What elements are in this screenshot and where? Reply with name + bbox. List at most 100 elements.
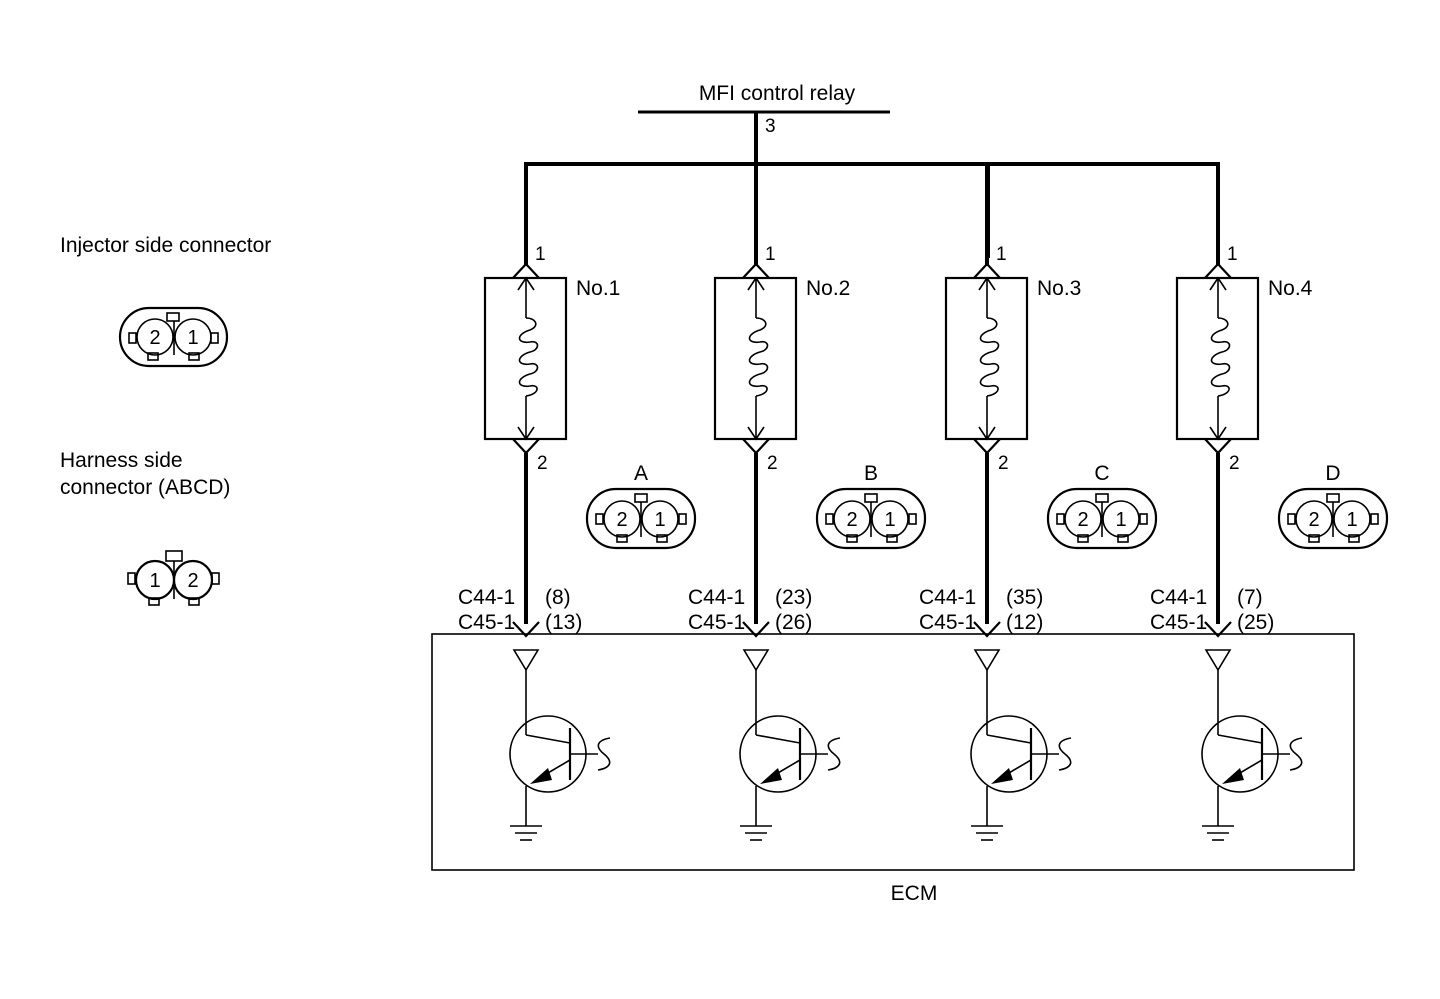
injector-pin-circle bbox=[174, 318, 212, 356]
injector-bottom-pin: 2 bbox=[767, 453, 778, 474]
injector-name: No.4 bbox=[1268, 277, 1313, 300]
injector-coil bbox=[979, 317, 1000, 397]
emitter-arrow bbox=[530, 768, 552, 784]
c44-pin-number: (8) bbox=[545, 586, 571, 609]
ecm: ECM bbox=[431, 633, 1355, 905]
harness-connector-pin bbox=[603, 500, 641, 538]
injector-top-chevron bbox=[512, 262, 540, 279]
harness-connector-pin bbox=[1064, 500, 1102, 538]
injector-connector-shell bbox=[118, 306, 229, 368]
injector-pin-circle bbox=[136, 318, 174, 356]
injector-coil bbox=[748, 317, 769, 397]
relay-pin: 3 bbox=[765, 116, 776, 137]
harness-connector-shell bbox=[585, 487, 697, 550]
injector-bottom-chevron bbox=[973, 438, 1001, 455]
harness-connector-pin-label: 2 bbox=[846, 509, 857, 531]
injector-branch-4: 1 No.4 2 C44-1 (7) C45-1 (25) D 2 1 bbox=[1150, 164, 1389, 841]
harness-connector-pin bbox=[1295, 500, 1333, 538]
signal-symbol bbox=[827, 737, 841, 771]
harness-connector-pin bbox=[1102, 500, 1140, 538]
ecm-entry-chevron bbox=[512, 621, 540, 638]
signal-symbol bbox=[1289, 737, 1303, 771]
harness-pin-label: 1 bbox=[149, 570, 160, 592]
injector-coil bbox=[1210, 317, 1231, 397]
harness-connector-shell bbox=[1046, 487, 1158, 550]
emitter-arrow bbox=[760, 768, 782, 784]
driver-input-triangle bbox=[512, 649, 540, 672]
harness-connector-pin-label: 1 bbox=[884, 509, 895, 531]
injector-top-chevron bbox=[742, 262, 770, 279]
legend-harness-title-2: connector (ABCD) bbox=[60, 476, 230, 499]
harness-connector-pin-label: 1 bbox=[1115, 509, 1126, 531]
ecm-entry-chevron bbox=[1204, 621, 1232, 638]
injector-top-chevron bbox=[1204, 262, 1232, 279]
harness-connector-letter: A bbox=[634, 462, 648, 485]
harness-connector-pin-label: 1 bbox=[654, 509, 665, 531]
relay-label: MFI control relay bbox=[699, 82, 856, 105]
injector-name: No.3 bbox=[1037, 277, 1081, 300]
injector-bottom-chevron bbox=[742, 438, 770, 455]
c45-code: C45-1 bbox=[688, 611, 745, 634]
harness-connector-pin-label: 2 bbox=[1308, 509, 1319, 531]
ecm-label: ECM bbox=[891, 882, 938, 905]
harness-connector-pin-label: 2 bbox=[1077, 509, 1088, 531]
harness-connector-pin bbox=[871, 500, 909, 538]
c45-pin-number: (26) bbox=[775, 611, 812, 634]
injector-bottom-chevron bbox=[1204, 438, 1232, 455]
harness-connector-pin bbox=[1333, 500, 1371, 538]
connector-latch bbox=[165, 550, 183, 562]
injector-branch-2: 1 No.2 2 C44-1 (23) C45-1 (26) B 2 1 bbox=[688, 164, 927, 841]
c45-code: C45-1 bbox=[1150, 611, 1207, 634]
c45-pin-number: (13) bbox=[545, 611, 582, 634]
harness-connector-letter: C bbox=[1094, 462, 1109, 485]
connector-latch bbox=[166, 312, 180, 322]
harness-connector-shell bbox=[1277, 487, 1389, 550]
ecm-entry-chevron bbox=[973, 621, 1001, 638]
injector-top-pin: 1 bbox=[765, 244, 776, 265]
c45-code: C45-1 bbox=[919, 611, 976, 634]
signal-symbol bbox=[1058, 737, 1072, 771]
driver-input-triangle bbox=[973, 649, 1001, 672]
c45-pin-number: (12) bbox=[1006, 611, 1043, 634]
emitter-arrow bbox=[1222, 768, 1244, 784]
c44-code: C44-1 bbox=[688, 586, 745, 609]
legend-injector-title: Injector side connector bbox=[60, 234, 271, 257]
injector-top-pin: 1 bbox=[1227, 244, 1238, 265]
injector-bottom-pin: 2 bbox=[998, 453, 1009, 474]
legend-injector-connector: Injector side connector 2 1 bbox=[60, 234, 271, 368]
injector-branch-3: 1 No.3 2 C44-1 (35) C45-1 (12) C 2 1 bbox=[919, 164, 1158, 841]
injector-branch-1: 1 No.1 2 C44-1 (8) C45-1 (13) A 2 1 bbox=[458, 164, 697, 841]
injector-bottom-chevron bbox=[512, 438, 540, 455]
injector-coil bbox=[518, 317, 539, 397]
c45-code: C45-1 bbox=[458, 611, 515, 634]
injector-name: No.2 bbox=[806, 277, 850, 300]
harness-connector-shell bbox=[815, 487, 927, 550]
harness-connector-pin-label: 2 bbox=[616, 509, 627, 531]
driver-input-triangle bbox=[742, 649, 770, 672]
injector-pin-label: 1 bbox=[187, 327, 198, 349]
injector-top-chevron bbox=[973, 262, 1001, 279]
harness-connector-pin-label: 1 bbox=[1346, 509, 1357, 531]
c45-pin-number: (25) bbox=[1237, 611, 1274, 634]
harness-connector-pin bbox=[641, 500, 679, 538]
harness-connector-letter: B bbox=[864, 462, 878, 485]
legend-harness-connector: Harness side connector (ABCD) 1 2 bbox=[60, 449, 230, 606]
injector-top-pin: 1 bbox=[996, 244, 1007, 265]
injector-bottom-pin: 2 bbox=[1229, 453, 1240, 474]
harness-connector-pin bbox=[833, 500, 871, 538]
c44-code: C44-1 bbox=[458, 586, 515, 609]
c44-pin-number: (35) bbox=[1006, 586, 1043, 609]
power-bus-wire bbox=[524, 162, 1220, 258]
injector-top-pin: 1 bbox=[535, 244, 546, 265]
injector-pin-label: 2 bbox=[149, 327, 160, 349]
injector-name: No.1 bbox=[576, 277, 620, 300]
harness-connector-letter: D bbox=[1325, 462, 1340, 485]
mfi-control-relay: MFI control relay 3 bbox=[638, 82, 890, 164]
injector-bottom-pin: 2 bbox=[537, 453, 548, 474]
driver-input-triangle bbox=[1204, 649, 1232, 672]
c44-code: C44-1 bbox=[1150, 586, 1207, 609]
signal-symbol bbox=[597, 737, 611, 771]
c44-code: C44-1 bbox=[919, 586, 976, 609]
